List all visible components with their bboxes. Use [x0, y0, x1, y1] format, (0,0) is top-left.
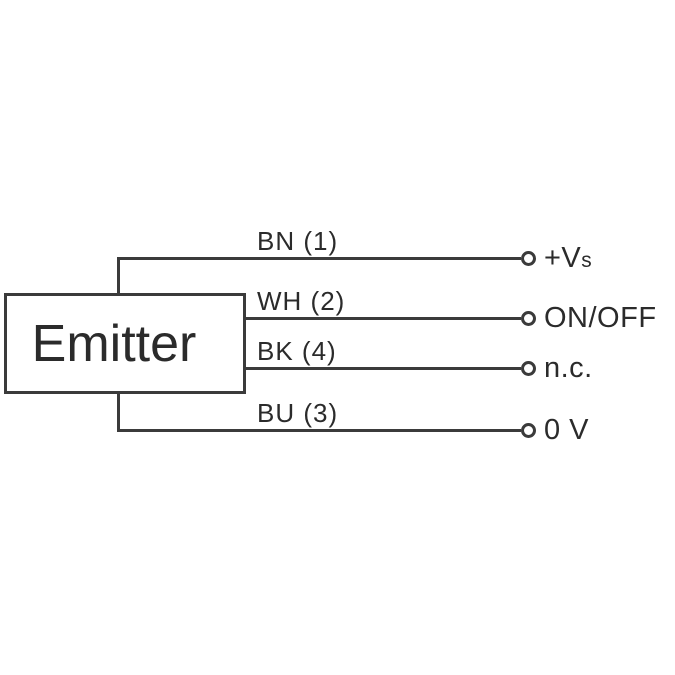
terminal-text-0v: 0 V	[544, 414, 590, 446]
terminal-text-onoff: ON/OFF	[544, 302, 657, 334]
wire-wh	[244, 317, 521, 320]
terminal-text-vs: +V	[544, 242, 582, 274]
wire-bk	[244, 367, 521, 370]
wire-vertical-bn	[117, 257, 120, 295]
terminal-label-onoff: ON/OFF	[544, 302, 657, 337]
wire-vertical-bu	[117, 392, 120, 432]
terminal-label-nc: n.c.	[544, 352, 593, 387]
wire-bn	[117, 257, 521, 260]
terminal-circle-0v	[521, 423, 536, 438]
terminal-text-vs-subscript: s	[581, 249, 593, 272]
wire-label-bu: BU (3)	[257, 398, 339, 428]
emitter-box: Emitter	[4, 293, 246, 394]
terminal-text-nc: n.c.	[544, 352, 593, 384]
terminal-circle-onoff	[521, 311, 536, 326]
terminal-label-0v: 0 V	[544, 414, 589, 449]
wire-label-bn: BN (1)	[257, 226, 339, 256]
wire-label-wh: WH (2)	[257, 286, 346, 316]
terminal-circle-nc	[521, 361, 536, 376]
terminal-label-vs: +Vs	[544, 242, 592, 277]
terminal-circle-vs	[521, 251, 536, 266]
wire-bu	[117, 429, 521, 432]
wire-label-bk: BK (4)	[257, 336, 337, 366]
emitter-label: Emitter	[31, 314, 197, 373]
